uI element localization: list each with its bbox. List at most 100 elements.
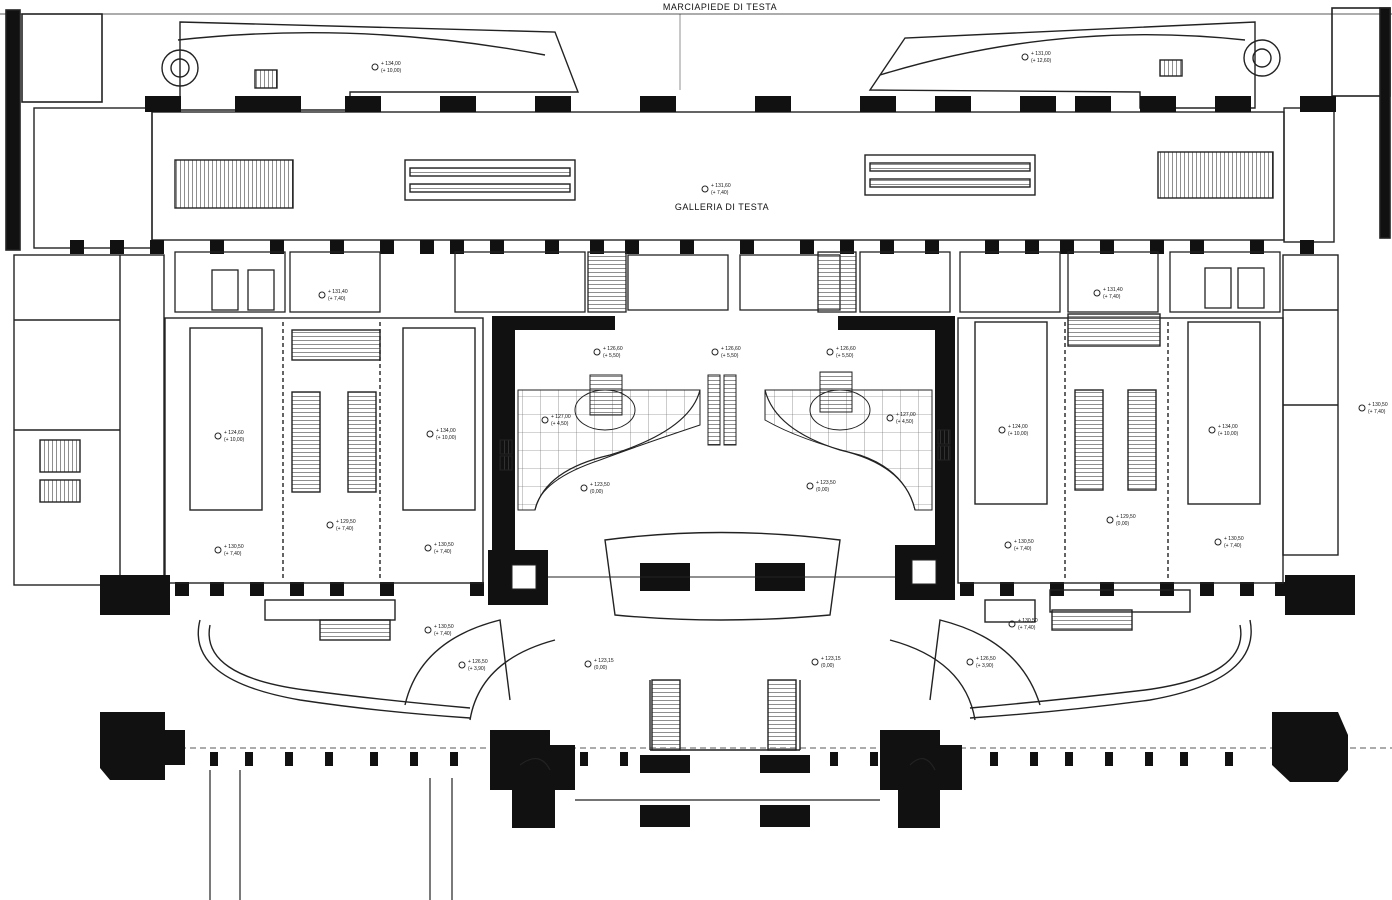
wall-pier (1100, 582, 1114, 596)
wall-pier (210, 582, 224, 596)
gallery (33, 107, 1335, 249)
wall-pier (1150, 240, 1164, 254)
wall-pier (1050, 582, 1064, 596)
elev-marker-15: + 123,50(0,00) (580, 482, 610, 495)
south-facade (100, 575, 1355, 828)
wall-pier (1020, 96, 1056, 112)
wall-pier (870, 752, 878, 766)
svg-text:(+ 7,40): (+ 7,40) (711, 190, 729, 196)
wall-pier (145, 96, 181, 112)
wall-pier (235, 96, 271, 112)
wall-pier (860, 96, 896, 112)
wall-pier (1300, 240, 1314, 254)
svg-text:(+ 7,40): (+ 7,40) (336, 526, 354, 532)
svg-text:+ 130,50: + 130,50 (1014, 539, 1034, 545)
svg-text:+ 123,15: + 123,15 (594, 658, 614, 664)
wall-pier (285, 752, 293, 766)
svg-text:(+ 10,00): (+ 10,00) (1008, 431, 1028, 437)
svg-text:(+ 3,90): (+ 3,90) (468, 666, 486, 672)
corner-blocks-top (5, 7, 1391, 251)
wall-pier (380, 582, 394, 596)
elev-marker-17: + 129,50(+ 7,40) (326, 519, 356, 532)
svg-text:+ 130,50: + 130,50 (434, 542, 454, 548)
svg-text:+ 130,50: + 130,50 (434, 624, 454, 630)
svg-text:(+ 10,00): (+ 10,00) (381, 68, 401, 74)
elev-marker-26: + 123,15(0,00) (584, 658, 614, 671)
label-marciapiede: MARCIAPIEDE DI TESTA (663, 2, 777, 12)
svg-text:(+ 7,40): (+ 7,40) (1014, 546, 1032, 552)
wall-pier (330, 240, 344, 254)
svg-text:+ 126,60: + 126,60 (836, 346, 856, 352)
svg-text:(+ 3,90): (+ 3,90) (976, 663, 994, 669)
wall-pier (1240, 582, 1254, 596)
wall-pier (450, 752, 458, 766)
svg-text:(+ 7,40): (+ 7,40) (328, 296, 346, 302)
wall-pier (1160, 582, 1174, 596)
wall-pier (535, 96, 571, 112)
svg-text:(+ 5,50): (+ 5,50) (603, 353, 621, 359)
elev-marker-22: + 130,50(+ 7,40) (1214, 536, 1244, 549)
wall-pier (150, 240, 164, 254)
svg-text:+ 131,60: + 131,60 (711, 183, 731, 189)
wall-pier (490, 240, 504, 254)
svg-text:(+ 7,40): (+ 7,40) (434, 549, 452, 555)
elev-marker-23: + 130,50(+ 7,40) (1358, 402, 1388, 415)
wall-pier (470, 582, 484, 596)
wall-pier (1225, 752, 1233, 766)
svg-text:(+ 7,40): (+ 7,40) (224, 551, 242, 557)
svg-text:+ 126,60: + 126,60 (721, 346, 741, 352)
top-platform (0, 13, 1392, 111)
svg-text:(0,00): (0,00) (821, 663, 834, 669)
elev-marker-25: + 126,50(+ 3,90) (966, 656, 996, 669)
south-hall (100, 589, 1392, 751)
svg-text:(+ 5,50): (+ 5,50) (836, 353, 854, 359)
svg-text:(+ 7,40): (+ 7,40) (1368, 409, 1386, 415)
svg-text:+ 130,50: + 130,50 (224, 544, 244, 550)
elev-marker-16: + 123,50(0,00) (806, 480, 836, 493)
wall-pier (265, 96, 301, 112)
elevation-markers: + 134,00(+ 10,00) + 131,00(+ 12,60) + 13… (214, 51, 1388, 672)
svg-text:(+ 7,40): (+ 7,40) (434, 631, 452, 637)
svg-text:(0,00): (0,00) (816, 487, 829, 493)
wall-pier (830, 752, 838, 766)
elev-marker-18: + 129,50(0,00) (1106, 514, 1136, 527)
svg-text:+ 129,50: + 129,50 (336, 519, 356, 525)
svg-text:(0,00): (0,00) (590, 489, 603, 495)
svg-text:(+ 10,00): (+ 10,00) (224, 437, 244, 443)
elev-marker-5: + 131,40(+ 7,40) (1093, 287, 1123, 300)
svg-text:+ 127,00: + 127,00 (551, 414, 571, 420)
svg-text:(+ 4,50): (+ 4,50) (896, 419, 914, 425)
left-wing (13, 254, 484, 586)
wall-pier (880, 240, 894, 254)
svg-text:+ 126,50: + 126,50 (468, 659, 488, 665)
svg-text:+ 127,00: + 127,00 (896, 412, 916, 418)
elev-marker-1: + 134,00(+ 10,00) (371, 61, 401, 74)
svg-text:(+ 10,00): (+ 10,00) (1218, 431, 1238, 437)
svg-text:+ 129,50: + 129,50 (1116, 514, 1136, 520)
svg-text:(+ 10,00): (+ 10,00) (436, 435, 456, 441)
elev-marker-21: + 130,50(+ 7,40) (1004, 539, 1034, 552)
wall-pier (1300, 96, 1336, 112)
label-galleria: GALLERIA DI TESTA (675, 202, 769, 212)
wall-pier (1100, 240, 1114, 254)
wall-pier (1190, 240, 1204, 254)
elev-marker-12: + 134,00(+ 10,00) (426, 428, 456, 441)
elev-marker-3: + 131,60(+ 7,40) (701, 183, 731, 196)
wall-pier (270, 240, 284, 254)
wall-pier (925, 240, 939, 254)
wall-pier (1200, 582, 1214, 596)
svg-text:(+ 7,40): (+ 7,40) (1018, 625, 1036, 631)
svg-text:+ 123,50: + 123,50 (816, 480, 836, 486)
svg-text:+ 130,50: + 130,50 (1018, 618, 1038, 624)
svg-text:+ 134,00: + 134,00 (436, 428, 456, 434)
elev-marker-9: + 127,00(+ 4,50) (541, 414, 571, 427)
wall-pier (590, 240, 604, 254)
wall-pier (990, 752, 998, 766)
svg-text:(+ 12,60): (+ 12,60) (1031, 58, 1051, 64)
svg-text:+ 124,00: + 124,00 (1008, 424, 1028, 430)
wall-pier (175, 582, 189, 596)
svg-text:(+ 7,40): (+ 7,40) (1224, 543, 1242, 549)
wall-pier (625, 240, 639, 254)
